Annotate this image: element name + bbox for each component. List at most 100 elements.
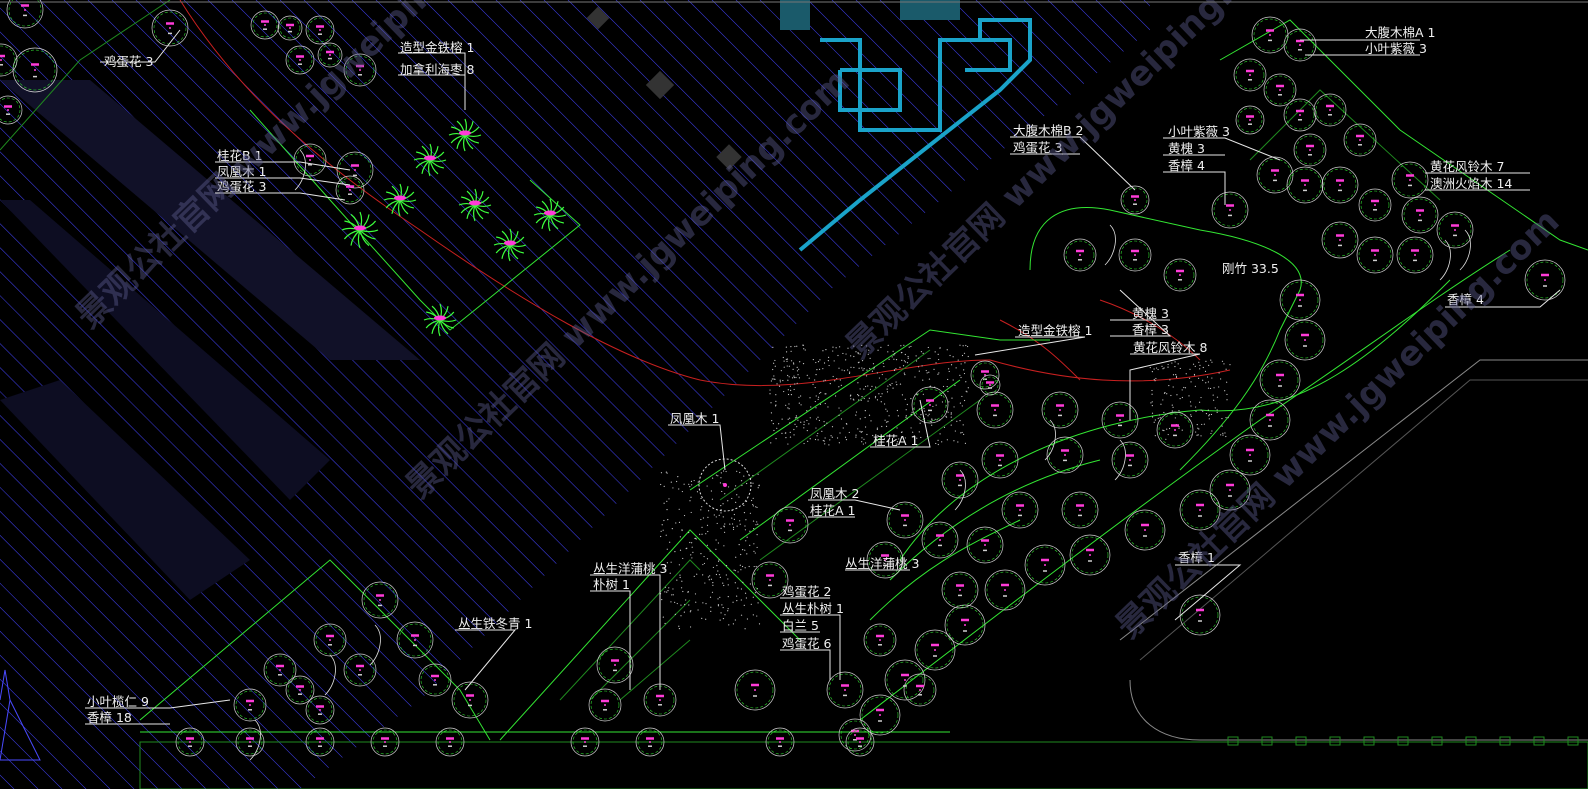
tree-symbol bbox=[1256, 156, 1294, 194]
tree-symbol bbox=[0, 43, 18, 77]
tree-symbol bbox=[1235, 105, 1265, 135]
label-flame-bottle-14: 澳洲火焰木 14 bbox=[1430, 176, 1512, 191]
tree-symbol bbox=[533, 198, 567, 232]
tree-symbol bbox=[1163, 258, 1197, 292]
tree-symbol bbox=[413, 143, 447, 177]
label-camphor-4a: 香樟 4 bbox=[1168, 158, 1205, 173]
tree-symbol bbox=[1263, 73, 1297, 107]
tree-symbol bbox=[1313, 93, 1347, 127]
label-ficus-1b: 造型金铁榕 1 bbox=[1018, 323, 1092, 338]
tree-symbol bbox=[1283, 28, 1317, 62]
label-cassia-3b: 黄槐 3 bbox=[1132, 306, 1169, 321]
tree-symbol bbox=[966, 526, 1004, 564]
tree-symbol bbox=[765, 727, 795, 757]
tree-symbol bbox=[1118, 238, 1152, 272]
tree-symbol bbox=[305, 695, 335, 725]
tree-symbol bbox=[588, 688, 622, 722]
tree-symbol bbox=[263, 653, 297, 687]
tree-symbol bbox=[845, 727, 875, 757]
tree-symbol bbox=[250, 10, 280, 40]
tree-stroke bbox=[249, 719, 261, 761]
tree-symbol bbox=[175, 727, 205, 757]
label-egg-flower-3a: 鸡蛋花 3 bbox=[104, 54, 153, 69]
leader-lines bbox=[85, 29, 1561, 725]
tree-symbol bbox=[1321, 221, 1359, 259]
tree-symbol bbox=[976, 391, 1014, 429]
gravel-areas bbox=[659, 344, 1231, 630]
label-hackberry-cluster-1: 丛生朴树 1 bbox=[782, 601, 844, 616]
tree-stroke bbox=[369, 624, 381, 666]
tree-symbol bbox=[1156, 411, 1194, 449]
tree-symbol bbox=[343, 653, 377, 687]
tree-symbol bbox=[451, 681, 489, 719]
tree-symbol bbox=[1293, 133, 1327, 167]
tree-symbol bbox=[859, 694, 901, 736]
tree-symbol bbox=[1001, 491, 1039, 529]
tree-symbol bbox=[1120, 185, 1150, 215]
tree-symbol bbox=[921, 521, 959, 559]
tree-symbol bbox=[1179, 489, 1221, 531]
tree-symbol bbox=[458, 188, 492, 222]
label-osmanthus-a-1b: 桂花A 1 bbox=[810, 503, 855, 518]
tree-symbol bbox=[6, 0, 44, 29]
tree-symbol bbox=[396, 621, 434, 659]
tree-symbol bbox=[941, 461, 979, 499]
tree-symbol bbox=[1111, 441, 1149, 479]
tree-symbol bbox=[734, 669, 776, 711]
tree-symbol bbox=[335, 175, 365, 205]
tree-symbol bbox=[285, 45, 315, 75]
label-syzygium-3b: 丛生洋蒲桃 3 bbox=[593, 561, 667, 576]
tree-symbol bbox=[635, 727, 665, 757]
tree-symbol bbox=[984, 569, 1026, 611]
tree-symbol bbox=[448, 118, 482, 152]
tree-symbol bbox=[370, 727, 400, 757]
tree-symbol bbox=[343, 53, 377, 87]
tree-symbol bbox=[771, 506, 809, 544]
tree-symbol bbox=[1101, 401, 1139, 439]
tree-symbol bbox=[1286, 166, 1324, 204]
label-egg-flower-2: 鸡蛋花 2 bbox=[782, 584, 831, 599]
tree-symbol bbox=[911, 386, 949, 424]
label-egg-flower-3b: 鸡蛋花 3 bbox=[217, 179, 266, 194]
label-camphor-1: 香樟 1 bbox=[1178, 550, 1215, 565]
tree-symbol bbox=[698, 458, 752, 512]
tree-symbol bbox=[361, 581, 399, 619]
north-arrow-fragment bbox=[0, 669, 41, 761]
label-ilex-1: 丛生铁冬青 1 bbox=[458, 616, 532, 631]
tree-symbol bbox=[1046, 436, 1084, 474]
tree-symbol bbox=[435, 727, 465, 757]
tree-symbol bbox=[493, 228, 527, 262]
tree-symbol bbox=[1358, 188, 1392, 222]
tree-symbol bbox=[1343, 123, 1377, 157]
paving-bands bbox=[0, 80, 420, 600]
tree-symbol bbox=[1284, 319, 1326, 361]
tree-symbol bbox=[418, 663, 452, 697]
tree-symbol bbox=[596, 646, 634, 684]
label-michelia-5: 白兰 5 bbox=[782, 618, 819, 633]
red-path bbox=[179, 0, 1231, 387]
tree-symbol bbox=[866, 541, 904, 579]
tree-symbol bbox=[1251, 16, 1289, 54]
tree-symbol bbox=[1401, 196, 1439, 234]
tree-symbol bbox=[313, 623, 347, 657]
label-bamboo-33-5: 刚竹 33.5 bbox=[1222, 261, 1279, 276]
tree-symbol bbox=[1041, 391, 1079, 429]
tree-symbol bbox=[1321, 166, 1359, 204]
tree-symbol bbox=[1211, 191, 1249, 229]
label-camphor-4b: 香樟 4 bbox=[1447, 292, 1484, 307]
road-curbs bbox=[1119, 359, 1588, 746]
label-osmanthus-b-1: 桂花B 1 bbox=[217, 148, 263, 163]
tree-symbol bbox=[1279, 279, 1321, 321]
label-ficus-1a: 造型金铁榕 1 bbox=[400, 40, 474, 55]
label-crape-myrtle-3b: 小叶紫薇 3 bbox=[1168, 124, 1230, 139]
tree-symbol bbox=[970, 360, 1000, 390]
tree-symbol bbox=[826, 671, 864, 709]
label-trumpet-tree-8: 黄花风铃木 8 bbox=[1133, 340, 1207, 355]
tree-symbol bbox=[914, 629, 956, 671]
tree-symbol bbox=[383, 183, 417, 217]
tree-symbol bbox=[1436, 211, 1474, 249]
label-crape-myrtle-3a: 小叶紫薇 3 bbox=[1365, 41, 1427, 56]
tree-symbol bbox=[1209, 469, 1251, 511]
